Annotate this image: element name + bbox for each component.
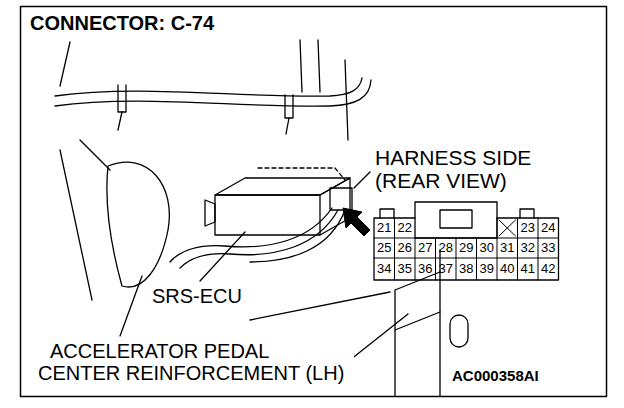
pin-number: 39 — [477, 258, 498, 280]
reinforcement-edge — [395, 312, 440, 330]
pin-grid — [374, 238, 559, 258]
panel-edge — [300, 40, 348, 140]
housing-lock — [440, 210, 472, 228]
pin-number: 41 — [518, 258, 539, 280]
part-label: ACCELERATOR PEDAL CENTER REINFORCEMENT (… — [38, 340, 354, 384]
panel-edge — [250, 292, 390, 320]
connector-title: CONNECTOR: C-74 — [30, 12, 214, 34]
pin-number: 23 — [518, 218, 539, 238]
harness-clip — [118, 85, 293, 118]
pin-number: 42 — [538, 258, 559, 280]
part-label: SRS-ECU — [152, 285, 242, 307]
connector-housing — [415, 202, 497, 238]
harness-pipe — [55, 80, 371, 106]
slot-hole — [450, 315, 468, 347]
pin-number: 37 — [436, 258, 457, 280]
ecu-front — [215, 195, 320, 235]
pin-number: 26 — [395, 238, 416, 258]
pin-number: 40 — [497, 258, 518, 280]
ecu-bracket — [205, 200, 215, 226]
center-reinforcement — [395, 250, 440, 396]
pin-number: 36 — [415, 258, 436, 280]
leader-line — [200, 232, 245, 281]
pedal-panel — [107, 162, 169, 287]
pin-number: 28 — [436, 238, 457, 258]
view-arrow — [343, 208, 370, 236]
harness-pipe — [55, 78, 362, 96]
pin-number: 29 — [456, 238, 477, 258]
view-label: HARNESS SIDE (REAR VIEW) — [375, 146, 547, 192]
connector-outline — [374, 218, 559, 280]
pin-number: 27 — [415, 238, 436, 258]
hidden-edge — [258, 168, 345, 180]
pin-number: 30 — [477, 238, 498, 258]
unused-pin-cross — [499, 220, 516, 236]
figure-code: AC000358AI — [452, 368, 539, 385]
pin-number: 33 — [538, 238, 559, 258]
pin-number: 38 — [456, 258, 477, 280]
pin-grid — [395, 218, 539, 238]
pin-grid — [395, 238, 539, 280]
connector-plug — [330, 188, 352, 210]
pin-number: 22 — [395, 218, 416, 238]
leader-line — [120, 276, 142, 336]
pin-number: 25 — [374, 238, 395, 258]
pin-number: 31 — [497, 238, 518, 258]
panel-edge — [60, 42, 70, 86]
pin-number: 21 — [374, 218, 395, 238]
panel-edge — [60, 140, 110, 300]
clip-leg — [118, 112, 289, 134]
pin-number: 32 — [518, 238, 539, 258]
pin-number: 34 — [374, 258, 395, 280]
pin-number: 24 — [538, 218, 559, 238]
wire-harness — [180, 210, 338, 268]
frame — [21, 7, 607, 397]
wire-harness — [170, 208, 332, 262]
leader-line — [350, 314, 408, 360]
wire-harness — [250, 210, 345, 262]
leader-line — [354, 172, 370, 188]
pin-number: 35 — [395, 258, 416, 280]
